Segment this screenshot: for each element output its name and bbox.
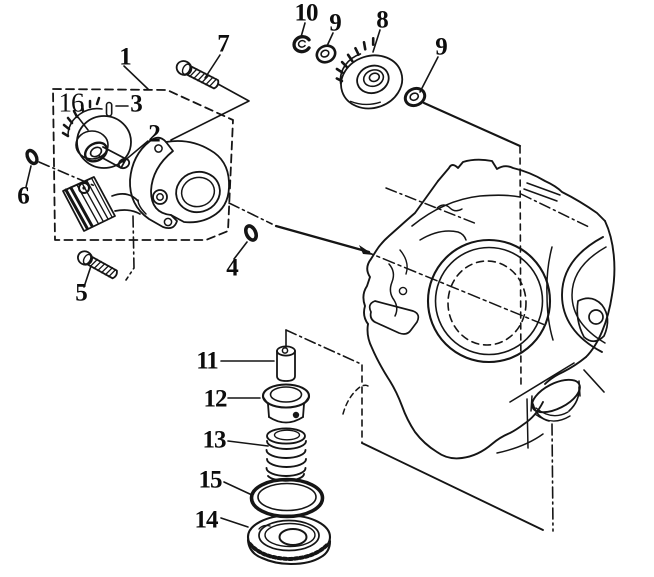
- oil-pump-assembly-drawing: [61, 96, 230, 232]
- callout-2: 2: [148, 120, 160, 148]
- leader-9-right: [419, 56, 439, 93]
- o-ring-15: [249, 477, 325, 519]
- callout-3: 3: [130, 90, 142, 118]
- leader-6: [25, 165, 32, 188]
- pump-gear-16: [61, 96, 132, 170]
- dashed-centerline-case: [519, 146, 522, 389]
- pump-body: [129, 136, 230, 230]
- knurled-rim: [248, 542, 330, 561]
- valve-seat-12: [261, 383, 311, 424]
- gear-8-drawing: [335, 36, 404, 110]
- main-bore-hidden: [447, 260, 527, 346]
- right-bore-outer: [561, 236, 604, 353]
- spring-13: [265, 427, 307, 482]
- arrow-to-case: [274, 224, 371, 254]
- arrowhead: [359, 245, 374, 255]
- leader-1: [123, 65, 149, 90]
- callout-12: 12: [203, 385, 228, 413]
- callout-15: 15: [198, 466, 223, 494]
- leader-8: [372, 29, 381, 53]
- pin-3: [105, 101, 113, 117]
- o-ring-6-drawing: [25, 148, 39, 166]
- callout-10: 10: [294, 0, 319, 27]
- o-ring-4-drawing: [243, 224, 259, 242]
- leader-14: [220, 517, 249, 528]
- foot-lug: [368, 300, 420, 335]
- callout-13: 13: [202, 426, 227, 454]
- dashdot-to-oring4: [228, 202, 273, 225]
- crankcase-drawing: [342, 158, 616, 460]
- leader-9-left: [326, 32, 334, 47]
- bolt-7-drawing: [175, 60, 220, 90]
- leader-4: [233, 241, 248, 260]
- callout-9-left: 9: [329, 9, 341, 37]
- cap-14: [246, 514, 332, 566]
- leader-5: [83, 265, 92, 288]
- leader-10: [300, 22, 306, 38]
- callout-14: 14: [194, 506, 219, 534]
- pointer-bolt7: [170, 83, 250, 141]
- intake-pipe: [111, 193, 141, 215]
- plunger-11: [276, 345, 296, 382]
- dashdot-bolt5: [125, 215, 135, 281]
- shaft-2: [98, 146, 127, 169]
- leader-15: [223, 481, 253, 496]
- main-bore-inner: [434, 246, 544, 356]
- callout-6: 6: [17, 182, 29, 210]
- callout-5: 5: [75, 279, 87, 307]
- callout-16: 16: [58, 87, 85, 118]
- strainer-screen: [62, 176, 141, 232]
- leader-lines: [25, 22, 554, 532]
- callout-7: 7: [217, 30, 229, 58]
- washer-9-left-drawing: [315, 44, 337, 64]
- callout-4: 4: [226, 254, 238, 282]
- bolt-5-drawing: [77, 250, 118, 280]
- callout-11: 11: [196, 347, 219, 375]
- callout-1: 1: [119, 43, 131, 71]
- connector-diagonal: [361, 442, 544, 531]
- right-bore-inner: [571, 246, 607, 344]
- line-washer-to-case: [422, 101, 522, 148]
- connector-boss-dashdot: [551, 423, 554, 532]
- washer-9-right-drawing: [403, 86, 427, 108]
- assembly-box-outline: [52, 88, 234, 241]
- connector-11-dashdot: [285, 329, 362, 365]
- bolt-boss: [576, 297, 609, 343]
- gear-teeth: [335, 36, 375, 83]
- dashdot-oring6: [38, 161, 96, 187]
- main-bore-outer: [426, 238, 552, 364]
- callout-8: 8: [376, 6, 388, 34]
- callout-9-right: 9: [435, 33, 447, 61]
- snap-ring-10-drawing: [292, 35, 311, 54]
- relief-valve-parts: [246, 345, 332, 566]
- leader-13: [227, 440, 269, 447]
- relief-valve-boss: [530, 378, 581, 422]
